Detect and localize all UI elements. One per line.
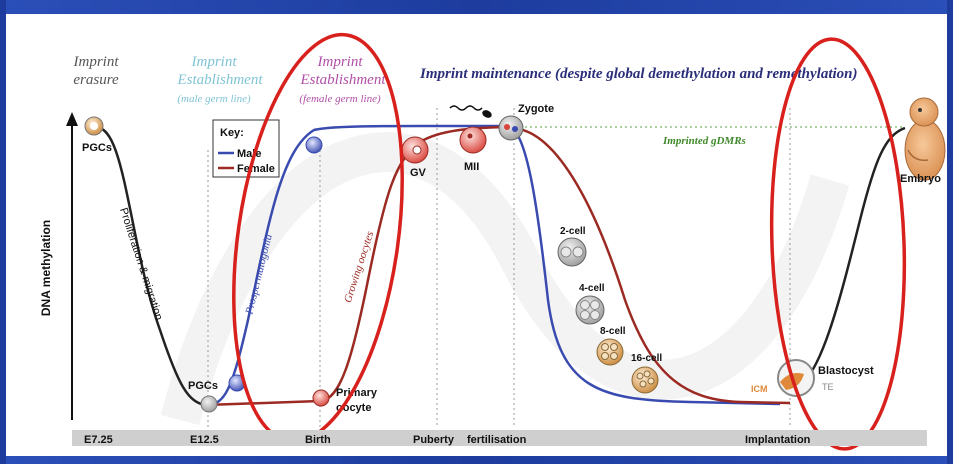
female-demethylation-curve [511, 126, 791, 405]
embryo-label: Embryo [900, 173, 941, 185]
timeline-e725: E7.25 [84, 434, 113, 446]
blastocyst-label: Blastocyst [818, 365, 874, 377]
gv-label: GV [410, 167, 427, 179]
timeline-bar [72, 430, 927, 446]
female-curve-low [205, 399, 321, 407]
primary-oocyte-cell [312, 389, 330, 407]
highlight-oval-implantation [769, 37, 907, 451]
four-cell-embryo [575, 295, 605, 325]
timeline-puberty: Puberty [413, 434, 455, 446]
legend-title: Key: [220, 127, 244, 139]
prospermatogonia-cell-high [305, 136, 323, 154]
eight-cell-label: 8-cell [600, 326, 626, 337]
timeline-e125: E12.5 [190, 434, 219, 446]
two-cell-label: 2-cell [560, 226, 586, 237]
heading-male-line1: Imprint [191, 54, 238, 70]
icm-label: ICM [751, 384, 768, 394]
heading-male-line2: Establishment [177, 72, 264, 88]
remethylation-curve [794, 126, 906, 390]
bottom-frame-bar [0, 456, 953, 464]
eight-cell-embryo [596, 338, 624, 366]
heading-female-line3: (female germ line) [299, 93, 381, 105]
heading-erasure-line2: erasure [73, 72, 119, 88]
female-curve-rise [319, 125, 506, 403]
zygote-label: Zygote [518, 103, 554, 115]
gdmr-label: Imprinted gDMRs [662, 135, 746, 147]
erasure-curve [93, 126, 207, 407]
mii-cell [459, 126, 487, 154]
pgc-bottom-cell [200, 395, 218, 413]
y-axis-arrowhead [66, 112, 78, 126]
heading-maintenance: Imprint maintenance (despite global deme… [419, 66, 858, 82]
right-frame-bar [947, 0, 953, 464]
sixteen-cell-label: 16-cell [631, 353, 662, 364]
primary-oocyte-label-1: Primary [336, 387, 378, 399]
male-demethylation-curve [511, 127, 781, 406]
timeline-birth: Birth [305, 434, 331, 446]
gv-cell [401, 136, 429, 164]
legend-male: Male [237, 148, 261, 160]
pgcs-bottom-label: PGCs [188, 380, 218, 392]
heading-erasure-line1: Imprint [73, 54, 120, 70]
two-cell-embryo [557, 237, 587, 267]
pgcs-top-label: PGCs [82, 142, 112, 154]
sixteen-cell-embryo [631, 366, 659, 394]
heading-male-line3: (male germ line) [177, 93, 251, 105]
heading-female-line1: Imprint [317, 54, 364, 70]
pgc-top-cell [84, 116, 104, 136]
mii-label: MII [464, 161, 479, 173]
background-swirl [160, 132, 850, 426]
embryo-figure [904, 97, 946, 181]
left-frame-bar [0, 0, 6, 464]
y-axis-label: DNA methylation [39, 220, 53, 316]
blastocyst-cell [777, 359, 815, 397]
timeline-implantation: Implantation [745, 434, 811, 446]
te-label: TE [822, 382, 834, 392]
top-frame-bar [0, 0, 953, 14]
legend-female: Female [237, 163, 275, 175]
zygote-cell [498, 115, 524, 141]
sperm-icon [449, 105, 492, 118]
four-cell-label: 4-cell [579, 283, 605, 294]
proliferation-label: Proliferation & migration [117, 206, 165, 321]
heading-female-line2: Establishment [300, 72, 387, 88]
legend-key: Key: Male Female [212, 119, 280, 178]
timeline-fertilisation: fertilisation [467, 434, 527, 446]
